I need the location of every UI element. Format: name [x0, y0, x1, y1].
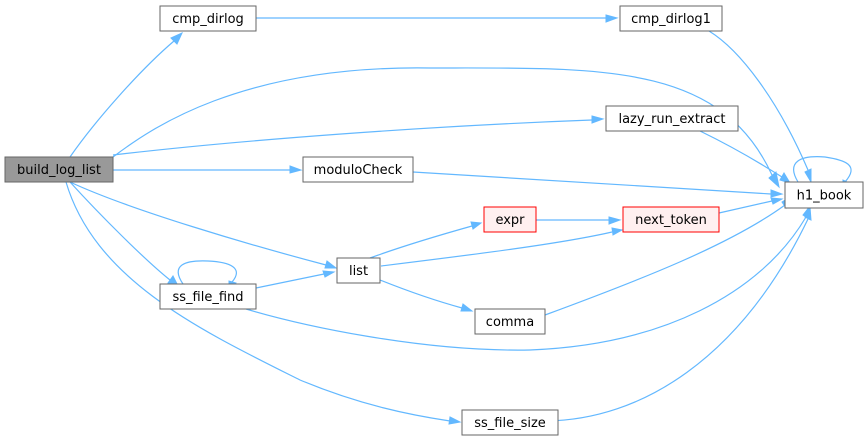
edge-line — [369, 225, 473, 259]
edge-arrowhead — [804, 205, 812, 221]
edge-build-log-list-to-ss-file-size — [65, 181, 462, 425]
edge-build-log-list-to-cmp-dirlog — [69, 31, 184, 158]
edge-line — [65, 181, 451, 422]
edge-list-to-comma — [379, 279, 474, 312]
edge-list-to-expr — [369, 221, 483, 259]
edge-expr-to-next-token — [536, 216, 622, 225]
node-box[interactable] — [605, 105, 739, 132]
edge-arrowhead — [460, 303, 474, 312]
edge-build-log-list-to-moduloCheck — [113, 165, 303, 174]
node-label: moduloCheck — [314, 163, 403, 178]
edge-arrowhead — [289, 165, 303, 174]
node-box[interactable] — [302, 156, 414, 183]
edge-arrowhead — [804, 168, 812, 184]
node-box[interactable] — [784, 181, 864, 209]
node-label: build_log_list — [17, 163, 101, 178]
node-cmp-dirlog1[interactable]: cmp_dirlog1 — [619, 5, 723, 32]
node-box[interactable] — [336, 257, 381, 284]
node-lazy-run-extract[interactable]: lazy_run_extract — [605, 105, 739, 132]
node-label: list — [349, 264, 368, 279]
graph-edges — [65, 14, 852, 425]
edge-ss-file-find-to-list — [255, 270, 336, 289]
node-label: cmp_dirlog1 — [631, 12, 711, 27]
edge-arrowhead — [170, 31, 184, 45]
edge-line — [718, 200, 773, 214]
node-comma[interactable]: comma — [474, 308, 546, 335]
node-box[interactable] — [619, 5, 723, 32]
edge-line — [112, 119, 593, 156]
node-cmp-dirlog[interactable]: cmp_dirlog — [159, 5, 257, 32]
edge-line — [544, 204, 786, 316]
edge-line — [379, 279, 463, 309]
node-label: cmp_dirlog — [172, 12, 244, 27]
edge-ss-file-size-to-h1-book — [545, 205, 812, 422]
edge-arrowhead — [768, 171, 780, 189]
edge-line — [245, 216, 807, 351]
edge-line — [380, 231, 613, 267]
edge-list-to-next-token — [380, 227, 624, 267]
edge-line — [793, 156, 852, 183]
edge-arrowhead — [470, 221, 483, 230]
edge-arrowhead — [591, 115, 605, 124]
node-box[interactable] — [461, 409, 559, 436]
node-build-log-list[interactable]: build_log_list — [4, 156, 114, 183]
edge-arrowhead — [770, 189, 784, 198]
node-label: ss_file_find — [172, 290, 243, 305]
edge-line — [412, 171, 772, 195]
node-label: expr — [495, 213, 525, 228]
node-box[interactable] — [474, 308, 546, 335]
edge-build-log-list-to-lazy-run-extract — [112, 115, 605, 156]
edge-line — [112, 67, 773, 176]
edge-cmp-dirlog1-to-h1-book — [708, 30, 812, 184]
edge-arrowhead — [322, 270, 336, 278]
edge-build-log-list-to-ss-file-find — [69, 181, 179, 287]
edge-line — [69, 40, 175, 158]
graph-nodes: build_log_list cmp_dirlog cmp_dirlog1 lazy_… — [4, 5, 864, 436]
edge-line — [177, 260, 237, 285]
node-label: ss_file_size — [474, 416, 546, 431]
edge-arrowhead — [611, 227, 624, 236]
node-expr[interactable]: expr — [483, 206, 537, 233]
node-box[interactable] — [159, 283, 257, 310]
node-label: lazy_run_extract — [618, 112, 725, 127]
node-next-token[interactable]: next_token — [622, 206, 720, 233]
edge-moduloCheck-to-h1-book — [412, 171, 784, 198]
edge-line — [545, 218, 809, 422]
edge-cmp-dirlog-to-cmp-dirlog1 — [256, 14, 619, 23]
node-box[interactable] — [159, 5, 257, 32]
edge-line — [255, 273, 325, 289]
edge-line — [699, 130, 783, 178]
node-box[interactable] — [4, 156, 114, 183]
edge-next-token-to-h1-book — [718, 197, 784, 214]
edge-arrowhead — [605, 14, 619, 23]
node-label: h1_book — [797, 189, 852, 204]
node-ss-file-size[interactable]: ss_file_size — [461, 409, 559, 436]
node-ss-file-find[interactable]: ss_file_find — [159, 283, 257, 310]
edge-arrowhead — [770, 197, 784, 205]
node-list[interactable]: list — [336, 257, 381, 284]
edge-arrowhead — [448, 416, 462, 425]
edge-line — [708, 30, 809, 171]
node-label: comma — [486, 315, 534, 330]
edge-line — [69, 181, 171, 281]
edge-arrowhead — [324, 260, 338, 269]
edge-build-log-list-to-list — [69, 181, 338, 269]
node-label: next_token — [635, 213, 707, 228]
edge-line — [69, 181, 327, 266]
node-h1-book[interactable]: h1_book — [784, 181, 864, 209]
node-box[interactable] — [622, 206, 720, 233]
node-box[interactable] — [483, 206, 537, 233]
edge-arrowhead — [608, 216, 622, 225]
edge-build-log-list-to-h1-book — [112, 67, 780, 189]
node-moduloCheck[interactable]: moduloCheck — [302, 156, 414, 183]
